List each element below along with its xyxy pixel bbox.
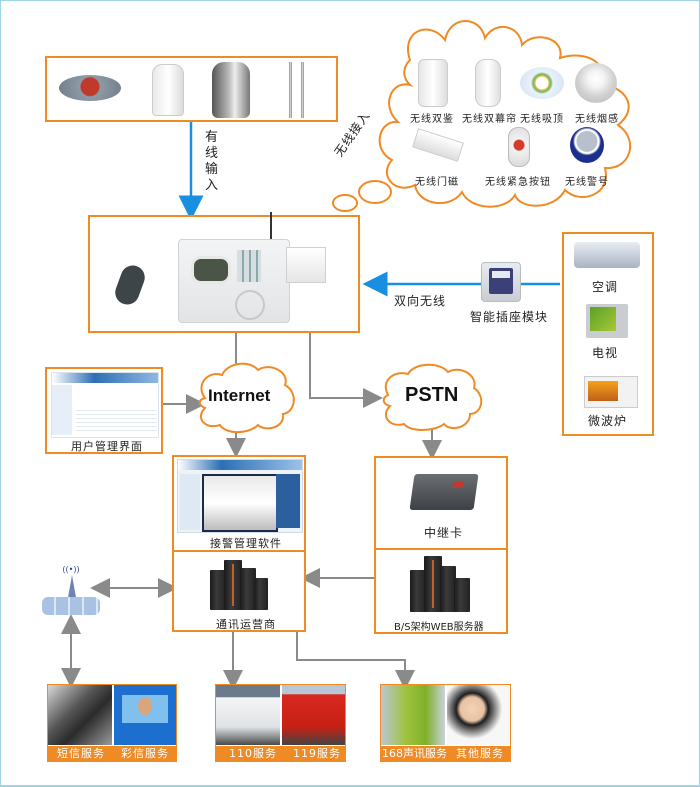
web-server-icon [410, 556, 472, 614]
service-label-bar: 168声讯服务 其他服务 [380, 746, 511, 761]
alarm-host-box [88, 212, 360, 333]
fire-truck-photo [282, 685, 345, 745]
host-keypad [237, 250, 261, 282]
beam-detector-icon [287, 62, 307, 118]
user-management-label: 用户管理界面 [71, 440, 143, 453]
service-group-voice: 168声讯服务 其他服务 [380, 684, 511, 762]
carrier-label: 通讯运营商 [216, 618, 276, 631]
microwave-icon [584, 376, 638, 408]
tv-icon [586, 304, 628, 338]
host-to-pstn-arrow [309, 333, 383, 408]
sms-photo [48, 685, 112, 745]
service-label: 短信服务 [57, 747, 105, 760]
bottom-rule [0, 785, 700, 787]
monitoring-software-box: 接警管理软件 [172, 455, 306, 552]
alarm-host-icon [178, 239, 290, 323]
smart-socket-label: 智能插座模块 [470, 310, 549, 324]
monitoring-software-screenshot [177, 459, 303, 533]
curtain-sensor-icon [475, 59, 501, 107]
wired-sensors-box [45, 56, 338, 122]
wireless-sensor-label: 无线警号 [565, 177, 609, 188]
host-speaker [235, 290, 265, 320]
internet-cloud [198, 362, 295, 434]
service-group-emergency: 110服务 119服务 [215, 684, 346, 762]
voice-service-photo [381, 685, 445, 745]
pir-sensor-icon [418, 59, 448, 107]
monitoring-software-label: 接警管理软件 [210, 537, 282, 550]
trail-cloud-2 [332, 194, 358, 212]
service-label: 110服务 [229, 747, 277, 760]
appliance-label: 空调 [592, 280, 619, 294]
wireless-sensor-label: 无线烟感 [575, 114, 619, 125]
appliance-label: 电视 [592, 346, 619, 360]
host-lcd [191, 256, 231, 284]
service-label: 119服务 [293, 747, 341, 760]
wireless-sensor-label: 无线双幕帘 [462, 114, 517, 125]
user-management-box: 用户管理界面 [45, 367, 163, 454]
web-server-label: B/S架构WEB服务器 [394, 622, 484, 633]
carrier-to-168-arrow [296, 632, 415, 690]
wireless-sensor-label: 无线门磁 [415, 177, 459, 188]
user-ui-screenshot [51, 372, 159, 438]
service-label: 其他服务 [456, 747, 504, 760]
remote-keyfob-icon [111, 262, 149, 308]
panic-button-icon [508, 127, 530, 167]
internet-label: Internet [208, 386, 271, 405]
web-server-box: B/S架构WEB服务器 [374, 548, 508, 634]
outdoor-detector-icon [212, 62, 250, 118]
relay-card-box: 中继卡 [374, 456, 508, 550]
service-label: 168声讯服务 [382, 747, 447, 760]
wireless-sensor-group: 无线双鉴 无线双幕帘 无线吸顶 无线烟感 无线门磁 无线紧急按钮 无线警号 [410, 55, 630, 195]
wireless-sensor-label: 无线吸顶 [520, 114, 564, 125]
cell-tower-icon: ((•)) [38, 565, 104, 620]
host-side-panel [286, 247, 326, 283]
service-label-bar: 110服务 119服务 [215, 746, 346, 761]
two-way-wireless-label: 双向无线 [394, 294, 447, 308]
mms-photo [114, 685, 176, 745]
wireless-sensor-label: 无线紧急按钮 [485, 177, 551, 188]
host-antenna [270, 212, 272, 242]
door-contact-icon [412, 128, 464, 162]
air-conditioner-icon [574, 242, 640, 268]
ceiling-sensor-icon [520, 67, 564, 99]
carrier-box: 通讯运营商 [172, 550, 306, 632]
pir-detector-icon [152, 64, 184, 116]
pstn-label: PSTN [405, 384, 459, 406]
pstn-cloud [382, 363, 483, 431]
other-service-photo [447, 685, 510, 745]
wireless-sensor-label: 无线双鉴 [410, 114, 454, 125]
round-detector-icon [59, 75, 121, 101]
trail-cloud-1 [358, 180, 392, 204]
appliances-box: 空调 电视 微波炉 [562, 232, 654, 436]
smart-socket-icon [481, 262, 521, 302]
appliance-label: 微波炉 [588, 414, 628, 428]
service-label-bar: 短信服务 彩信服务 [47, 746, 177, 761]
carrier-server-icon [210, 560, 270, 612]
relay-card-icon [409, 474, 479, 510]
service-label: 彩信服务 [121, 747, 169, 760]
smoke-sensor-icon [575, 63, 617, 103]
wired-input-label: 有线输入 [205, 130, 219, 193]
relay-card-label: 中继卡 [424, 526, 464, 540]
service-group-messaging: 短信服务 彩信服务 [47, 684, 177, 762]
police-car-photo [216, 685, 280, 745]
siren-icon [570, 127, 604, 163]
